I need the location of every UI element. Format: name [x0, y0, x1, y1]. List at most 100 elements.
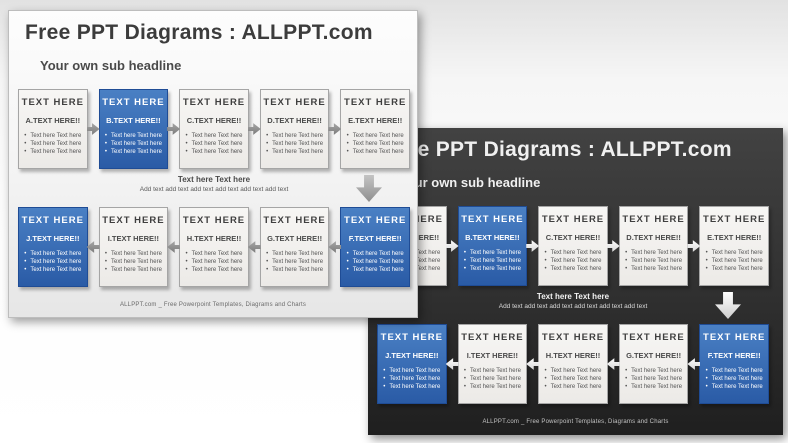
bullet-text: Text here Text here	[711, 376, 763, 382]
bullet-line: •Text here Text here	[544, 375, 601, 383]
bullet-line: •Text here Text here	[185, 148, 242, 156]
bullet-text: Text here Text here	[272, 251, 324, 257]
box-header: TEXT HERE	[102, 215, 165, 226]
box-header: TEXT HERE	[461, 332, 524, 343]
box-subheader: G.TEXT HERE!!	[267, 234, 323, 243]
box-header: TEXT HERE	[102, 97, 165, 108]
box-subheader: B.TEXT HERE!!	[465, 233, 520, 242]
box-header: TEXT HERE	[622, 214, 685, 225]
connector-text-line1: Text here Text here	[536, 292, 610, 301]
box-bullet-list: •Text here Text here•Text here Text here…	[625, 249, 682, 273]
box-bullet-list: •Text here Text here•Text here Text here…	[185, 132, 242, 156]
bullet-text: Text here Text here	[191, 259, 243, 265]
bullet-line: •Text here Text here	[464, 249, 521, 257]
bullet-text: Text here Text here	[631, 368, 683, 374]
box-header: TEXT HERE	[461, 214, 524, 225]
bullet-icon: •	[24, 259, 27, 265]
bullet-line: •Text here Text here	[347, 258, 404, 266]
slide-title: Free PPT Diagrams : ALLPPT.com	[384, 138, 732, 161]
bullet-icon: •	[463, 250, 466, 256]
bullet-icon: •	[266, 141, 269, 147]
bullet-text: Text here Text here	[550, 368, 602, 374]
bullet-text: Text here Text here	[469, 258, 521, 264]
bullet-line: •Text here Text here	[706, 383, 763, 391]
bullet-icon: •	[346, 133, 349, 139]
connector-text-line2: Add text add text add text add text add …	[139, 186, 289, 193]
bullet-line: •Text here Text here	[347, 250, 404, 258]
bullet-line: •Text here Text here	[383, 375, 440, 383]
bullet-text: Text here Text here	[631, 376, 683, 382]
arrow-right-icon	[445, 240, 459, 252]
bullet-icon: •	[185, 259, 188, 265]
bullet-icon: •	[24, 267, 27, 273]
bullet-icon: •	[185, 141, 188, 147]
box-header: TEXT HERE	[541, 332, 605, 343]
bullet-icon: •	[544, 384, 547, 390]
arrow-right-icon	[247, 123, 261, 135]
box-subheader: I.TEXT HERE!!	[466, 351, 519, 360]
box-header: TEXT HERE	[703, 214, 766, 225]
slide-preview-dark[interactable]: Free PPT Diagrams : ALLPPT.com Your own …	[368, 128, 783, 435]
bullet-line: •Text here Text here	[347, 266, 404, 274]
bullet-text: Text here Text here	[272, 267, 324, 273]
box-bullet-list: •Text here Text here•Text here Text here…	[347, 132, 404, 156]
box-header: TEXT HERE	[541, 214, 605, 225]
bullet-text: Text here Text here	[711, 258, 763, 264]
bullet-text: Text here Text here	[469, 384, 521, 390]
bullet-line: •Text here Text here	[544, 383, 601, 391]
box-subheader: B.TEXT HERE!!	[106, 116, 161, 125]
bullet-icon: •	[625, 258, 628, 264]
bullet-text: Text here Text here	[272, 259, 324, 265]
bullet-line: •Text here Text here	[105, 266, 162, 274]
bullet-line: •Text here Text here	[266, 132, 323, 140]
box-bullet-list: •Text here Text here •Text here Text here…	[105, 250, 162, 274]
slide-preview-light[interactable]: Free PPT Diagrams : ALLPPT.com Your own …	[8, 10, 418, 318]
box-bullet-list: •Text here Text here•Text here Text here…	[544, 249, 601, 273]
bullet-line: •Text here Text here	[347, 140, 404, 148]
bullet-text: Text here Text here	[191, 141, 243, 147]
bullet-icon: •	[24, 251, 27, 257]
box-subheader: C.TEXT HERE!!	[545, 233, 601, 242]
arrow-left-icon	[606, 358, 620, 370]
slide-footer: ALLPPT.com _ Free Powerpoint Templates, …	[482, 419, 669, 425]
bullet-text: Text here Text here	[110, 251, 162, 257]
box-subheader: F.TEXT HERE!!	[348, 234, 402, 243]
bullet-text: Text here Text here	[469, 250, 521, 256]
box-bullet-list: •Text here Text here•Text here Text here…	[625, 367, 682, 391]
diagram-box: TEXT HERE B.TEXT HERE!! •Text here Text he…	[457, 206, 528, 286]
bullet-text: Text here Text here	[550, 250, 602, 256]
bullet-line: •Text here Text here	[185, 140, 242, 148]
bullet-text: Text here Text here	[30, 149, 82, 155]
bullet-text: Text here Text here	[110, 149, 162, 155]
bullet-line: •Text here Text here	[464, 265, 521, 273]
bullet-text: Text here Text here	[272, 149, 324, 155]
bullet-text: Text here Text here	[191, 251, 243, 257]
box-header: TEXT HERE	[21, 215, 84, 226]
bullet-icon: •	[705, 384, 708, 390]
bullet-line: •Text here Text here	[105, 132, 162, 140]
box-subheader: H.TEXT HERE!!	[545, 351, 601, 360]
box-bullet-list: •Text here Text here•Text here Text here…	[706, 367, 763, 391]
arrow-right-icon	[687, 240, 701, 252]
bullet-line: •Text here Text here	[105, 140, 162, 148]
arrow-right-icon	[606, 240, 620, 252]
box-bullet-list: •Text here Text here•Text here Text here…	[706, 249, 763, 273]
connector-text-line1: Text here Text here	[177, 175, 251, 184]
box-header: TEXT HERE	[344, 97, 407, 108]
bullet-line: •Text here Text here	[185, 250, 242, 258]
box-header: TEXT HERE	[182, 215, 246, 226]
bullet-icon: •	[266, 251, 269, 257]
bullet-icon: •	[104, 251, 107, 257]
bullet-line: •Text here Text here	[24, 250, 81, 258]
bullet-text: Text here Text here	[469, 376, 521, 382]
bullet-icon: •	[185, 149, 188, 155]
bullet-icon: •	[266, 267, 269, 273]
bullet-icon: •	[185, 251, 188, 257]
bullet-icon: •	[705, 368, 708, 374]
box-header: TEXT HERE	[622, 332, 685, 343]
